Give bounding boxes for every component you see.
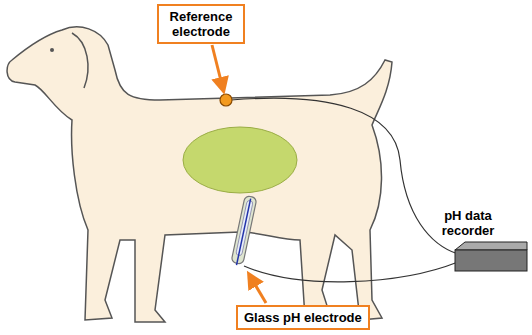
glass-electrode [231, 195, 257, 266]
dog-ear [72, 33, 88, 88]
callout-box: Reference electrode [157, 4, 245, 44]
dog-eye [50, 48, 54, 52]
stomach [183, 127, 297, 193]
data-recorder [455, 242, 527, 271]
callout-text: Glass pH electrode [244, 310, 362, 325]
dog-body [7, 27, 392, 322]
electrode-cable [244, 262, 458, 282]
leader-arrow [212, 45, 223, 89]
reference-cable [231, 98, 458, 254]
callout-box: Glass pH electrode [236, 305, 370, 330]
callout-text: Reference electrode [165, 9, 237, 39]
reference-electrode-dot [220, 94, 232, 106]
device-label: pH data recorder [420, 208, 516, 238]
leader-arrow [250, 276, 266, 303]
